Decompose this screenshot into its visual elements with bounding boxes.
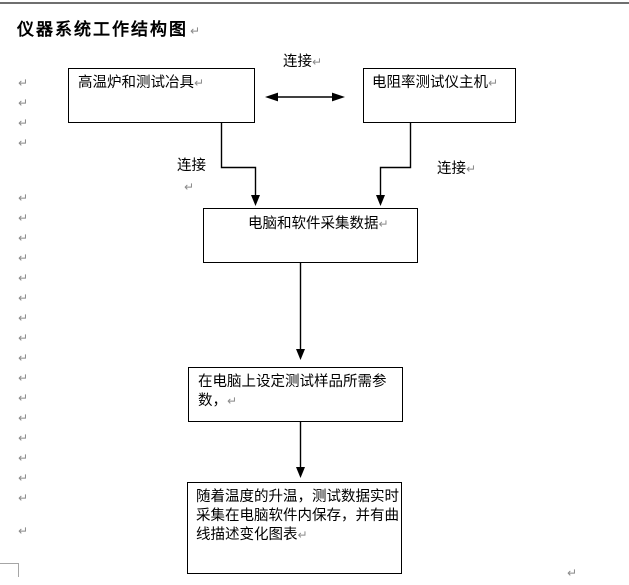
box-resistivity-tester[interactable]: 电阻率测试仪主机↵ bbox=[363, 68, 516, 123]
margin-paragraph-mark-icon: ↵ bbox=[18, 371, 29, 385]
double-arrow-connector[interactable] bbox=[265, 92, 345, 102]
paragraph-mark-icon: ↵ bbox=[378, 217, 389, 231]
margin-paragraph-mark-icon: ↵ bbox=[18, 491, 29, 505]
box-text-line: 数，↵ bbox=[198, 393, 238, 409]
connect-label-left[interactable]: 连接 bbox=[177, 158, 206, 175]
document-title: 仪器系统工作结构图↵ bbox=[17, 20, 200, 41]
connector-tester-to-computer[interactable] bbox=[376, 123, 412, 206]
margin-paragraph-mark-icon: ↵ bbox=[18, 136, 29, 150]
margin-paragraph-mark-icon: ↵ bbox=[18, 251, 29, 265]
margin-paragraph-mark-icon: ↵ bbox=[18, 411, 29, 425]
box-furnace-fixture[interactable]: 高温炉和测试冶具↵ bbox=[68, 68, 255, 123]
box-computer-software-data[interactable]: 电脑和软件采集数据↵ bbox=[203, 208, 418, 263]
box-text-line: 随着温度的升温，测试数据实时 bbox=[196, 489, 399, 505]
connect-label-top[interactable]: 连接↵ bbox=[283, 54, 322, 71]
box-text-line: 电阻率测试仪主机↵ bbox=[372, 75, 499, 91]
margin-paragraph-mark-icon: ↵ bbox=[18, 76, 29, 90]
connect-label-top-text: 连接 bbox=[283, 54, 312, 70]
paragraph-mark-icon: ↵ bbox=[312, 55, 323, 69]
connect-label-right-text: 连接 bbox=[437, 161, 466, 177]
paragraph-mark-icon: ↵ bbox=[567, 566, 578, 580]
paragraph-mark-icon: ↵ bbox=[194, 76, 205, 90]
margin-paragraph-mark-icon: ↵ bbox=[18, 191, 29, 205]
connect-label-left-text: 连接 bbox=[177, 158, 206, 174]
margin-paragraph-mark-icon: ↵ bbox=[18, 311, 29, 325]
connector-computer-to-params[interactable] bbox=[296, 263, 305, 360]
margin-paragraph-mark-icon: ↵ bbox=[18, 116, 29, 130]
box-realtime-data-record[interactable]: 随着温度的升温，测试数据实时采集在电脑软件内保存，并有曲线描述变化图表↵ bbox=[187, 482, 402, 574]
margin-paragraph-mark-icon: ↵ bbox=[18, 351, 29, 365]
document-title-text: 仪器系统工作结构图 bbox=[17, 20, 188, 39]
box-text-line: 电脑和软件采集数据↵ bbox=[248, 216, 389, 232]
paragraph-mark-icon: ↵ bbox=[227, 394, 238, 408]
paragraph-mark-icon: ↵ bbox=[488, 76, 499, 90]
margin-paragraph-mark-icon: ↵ bbox=[18, 471, 29, 485]
margin-paragraph-mark-icon: ↵ bbox=[18, 451, 29, 465]
margin-paragraph-mark-icon: ↵ bbox=[18, 211, 29, 225]
text-boundary-corner-mark bbox=[0, 563, 19, 577]
box-set-sample-params[interactable]: 在电脑上设定测试样品所需参数，↵ bbox=[188, 367, 403, 422]
connector-params-to-record[interactable] bbox=[296, 422, 305, 478]
margin-paragraph-mark-icon: ↵ bbox=[18, 431, 29, 445]
box-text-line: 在电脑上设定测试样品所需参 bbox=[198, 374, 387, 390]
margin-paragraph-mark-icon: ↵ bbox=[18, 331, 29, 345]
connector-furnace-to-computer[interactable] bbox=[220, 123, 261, 206]
margin-paragraph-mark-icon: ↵ bbox=[18, 96, 29, 110]
margin-paragraph-mark-icon: ↵ bbox=[18, 524, 29, 538]
paragraph-mark-icon: ↵ bbox=[190, 24, 201, 38]
paragraph-mark-icon: ↵ bbox=[184, 180, 195, 194]
paragraph-mark-icon: ↵ bbox=[466, 162, 477, 176]
margin-paragraph-mark-icon: ↵ bbox=[18, 231, 29, 245]
page-top-border bbox=[0, 2, 629, 4]
paragraph-mark-icon: ↵ bbox=[297, 528, 308, 542]
box-text-line: 线描述变化图表↵ bbox=[196, 527, 308, 543]
connect-label-right[interactable]: 连接↵ bbox=[437, 161, 476, 178]
margin-paragraph-mark-icon: ↵ bbox=[18, 391, 29, 405]
margin-paragraph-mark-icon: ↵ bbox=[18, 271, 29, 285]
box-text-line: 高温炉和测试冶具↵ bbox=[78, 75, 205, 91]
margin-paragraph-mark-icon: ↵ bbox=[18, 291, 29, 305]
box-text-line: 采集在电脑软件内保存，并有曲 bbox=[196, 508, 399, 524]
